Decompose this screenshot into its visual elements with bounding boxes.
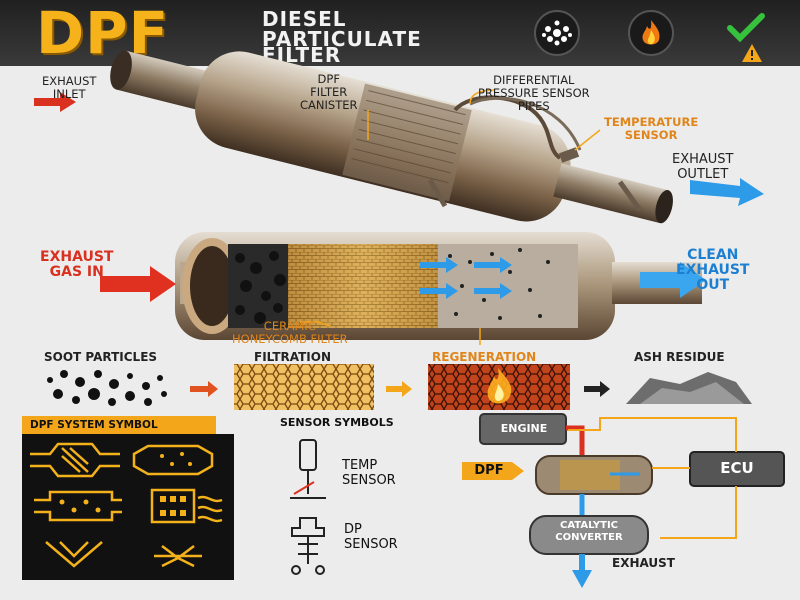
gas-in-line2: GAS IN: [49, 264, 104, 280]
exhaust-outlet-line1: EXHAUST: [672, 152, 734, 167]
dpf-canister-illustration: [34, 50, 764, 224]
sensor-symbols-title: SENSOR SYMBOLS: [280, 416, 394, 429]
exhaust-outlet-label: EXHAUST OUTLET: [672, 152, 734, 182]
process-ash-title: ASH RESIDUE: [634, 350, 725, 364]
gas-in-line1: EXHAUST: [40, 249, 114, 265]
check-warning-icon: [722, 10, 768, 62]
filter-canister-label: DPF FILTER CANISTER: [300, 73, 357, 112]
clean-out-line1: CLEAN: [687, 247, 739, 263]
dpf-system-symbol-title: DPF SYSTEM SYMBOL: [22, 416, 216, 434]
temperature-sensor-label: TEMPERATURE SENSOR: [604, 116, 698, 142]
ecu-label: ECU: [720, 459, 754, 477]
temp-sensor-label-line2: SENSOR: [342, 473, 396, 488]
exhaust-gas-in-label: EXHAUST GAS IN: [40, 250, 113, 280]
engine-label: ENGINE: [500, 422, 548, 435]
exhaust-final-label: EXHAUST: [612, 556, 675, 570]
dp-pipes-line3: PIPES: [517, 99, 550, 113]
title-line-diesel: DIESEL: [262, 7, 347, 31]
symbol-filter-2: [132, 444, 214, 476]
dp-sensor-label-line1: DP: [344, 522, 362, 537]
ceramic-line1: CERAMIC: [263, 319, 316, 333]
exhaust-inlet-line1: EXHAUST: [42, 74, 97, 88]
dp-sensor-pipes-label: DIFFERENTIAL PRESSURE SENSOR PIPES: [478, 74, 590, 113]
symbol-filter-1: [30, 442, 120, 478]
canister-line3: CANISTER: [300, 98, 358, 112]
exhaust-inlet-label: EXHAUST INLET: [42, 75, 96, 101]
title-line-particulate: PARTICULATE: [262, 27, 422, 51]
clean-exhaust-out-label: CLEAN EXHAUST OUT: [676, 248, 749, 293]
temp-sensor-label: TEMP SENSOR: [342, 458, 396, 488]
clean-out-line2: EXHAUST: [676, 262, 750, 278]
filtration-graphic: [234, 364, 374, 410]
temp-sensor-line2: SENSOR: [624, 128, 678, 142]
sensor-symbols-graphic: [290, 439, 326, 575]
ceramic-line2: HONEYCOMB FILTER: [232, 332, 348, 346]
process-filtration-title: FILTRATION: [254, 350, 331, 364]
symbol-filter-3: [34, 490, 122, 522]
temp-sensor-label-line1: TEMP: [342, 458, 378, 473]
exhaust-outlet-line2: OUTLET: [677, 167, 729, 182]
arrow-to-filtration: [190, 381, 218, 397]
canister-line1: DPF: [317, 72, 340, 86]
process-soot-title: SOOT PARTICLES: [44, 350, 158, 364]
process-row: [47, 364, 752, 410]
symbol-filter-6: [154, 545, 202, 568]
soot-particles-graphic: [47, 370, 167, 406]
arrow-to-regeneration: [386, 381, 412, 397]
title-line-filter: FILTER: [262, 43, 342, 67]
dp-sensor-symbol: [291, 517, 325, 537]
dp-sensor-label: DP SENSOR: [344, 522, 398, 552]
dpf-tag: [462, 462, 524, 480]
catalytic-line1: CATALYTIC: [559, 520, 619, 531]
symbol-filter-5: [45, 541, 103, 568]
temp-sensor-line1: TEMPERATURE: [604, 115, 699, 129]
soot-icon: [534, 10, 580, 56]
dpf-tag-label: DPF: [474, 463, 504, 478]
dpf-logo: DPF: [36, 0, 170, 67]
dp-sensor-label-line2: SENSOR: [344, 537, 398, 552]
dp-pipes-line1: DIFFERENTIAL: [493, 73, 575, 87]
symbol-filter-4: [150, 488, 196, 524]
process-regeneration-title: REGENERATION: [432, 350, 537, 364]
catalytic-converter-label: CATALYTIC CONVERTER: [536, 520, 642, 544]
clean-out-line3: OUT: [696, 277, 730, 293]
catalytic-line2: CONVERTER: [555, 532, 623, 543]
exhaust-inlet-line2: INLET: [52, 87, 86, 101]
canister-line2: FILTER: [310, 85, 348, 99]
dpf-cutaway-illustration: [100, 232, 706, 345]
ceramic-honeycomb-label: CERAMIC HONEYCOMB FILTER: [232, 320, 348, 346]
dpf-system-symbol-panel: [22, 434, 234, 580]
dp-pipes-line2: PRESSURE SENSOR: [478, 86, 590, 100]
catalytic-converter-unit: [529, 515, 649, 555]
arrow-to-ash: [584, 381, 610, 397]
fire-icon: [628, 10, 674, 56]
